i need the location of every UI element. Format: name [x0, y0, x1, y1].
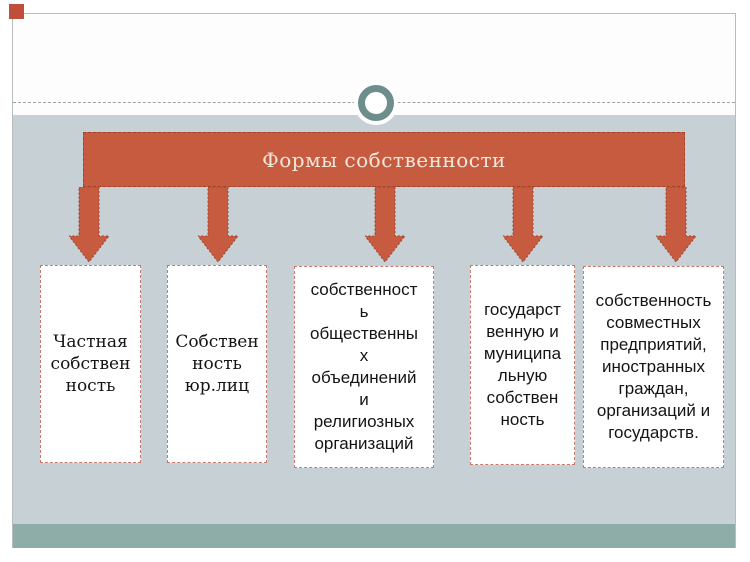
arrow-down-icon: [503, 187, 543, 262]
corner-accent-square-icon: [9, 4, 24, 19]
circle-ring-icon: [358, 85, 394, 121]
arrow-down-icon: [69, 187, 109, 262]
ownership-box-state-municipal: государст венную и муниципа льную собств…: [470, 265, 575, 465]
arrow-down-icon: [365, 187, 405, 262]
footer-accent-band: [13, 524, 735, 548]
arrow-down-icon: [656, 187, 696, 262]
slide-title: Формы собственности: [262, 147, 506, 172]
ownership-box-joint-foreign: собственность совместных предприятий, ин…: [583, 266, 724, 468]
ownership-box-public-religious: собственност ь общественны х объединений…: [294, 266, 434, 468]
title-banner: Формы собственности: [83, 132, 685, 187]
ownership-box-private: Частная собствен ность: [40, 265, 141, 463]
circle-ornament-icon: [354, 81, 398, 125]
ownership-box-legal-entities: Собствен ность юр.лиц: [167, 265, 267, 463]
arrow-down-icon: [198, 187, 238, 262]
